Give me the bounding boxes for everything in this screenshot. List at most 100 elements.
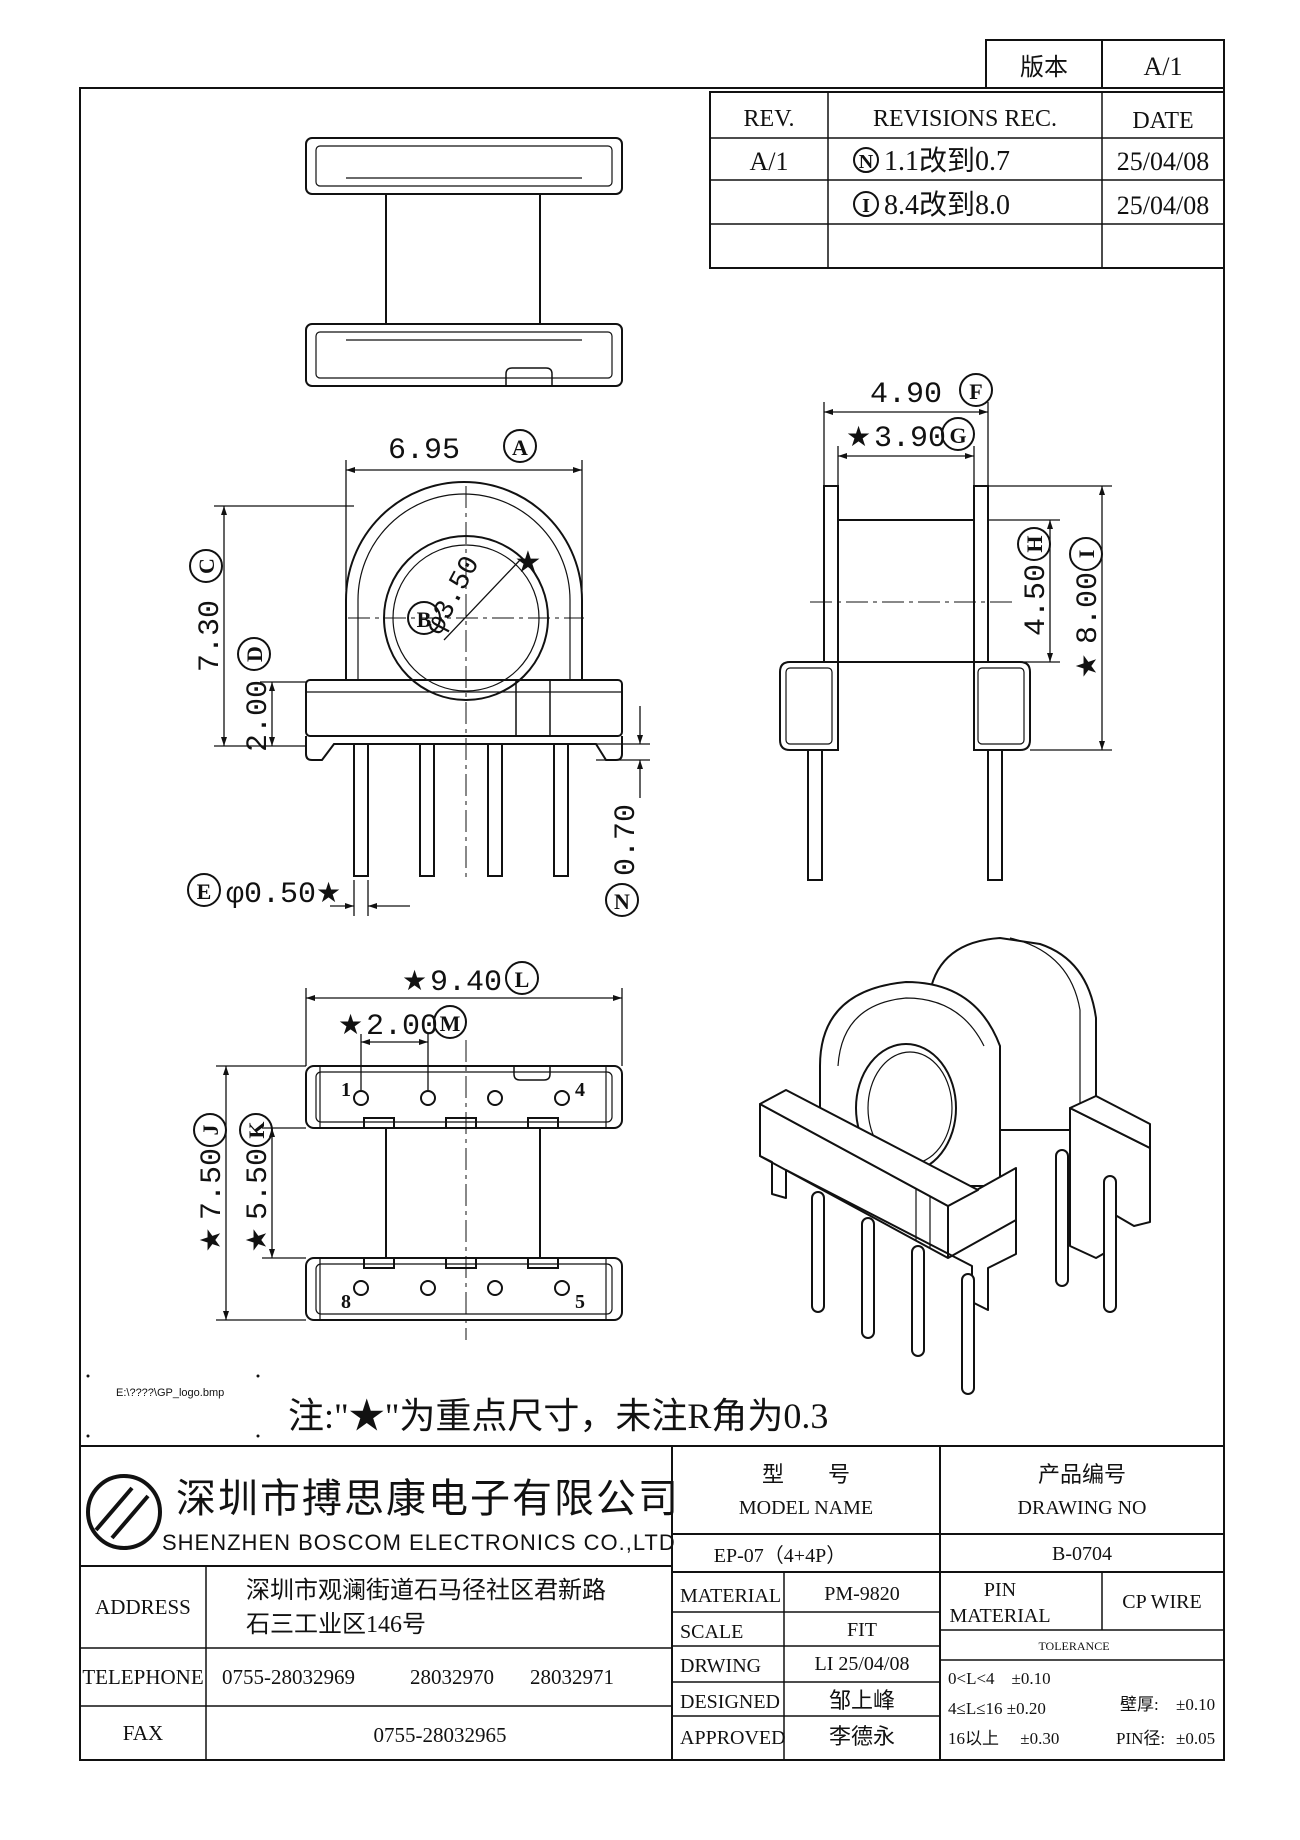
- rev-rec-header: REVISIONS REC.: [873, 106, 1057, 132]
- dim-K-value: 5.50: [242, 1148, 276, 1220]
- dim-M-value: 2.00: [366, 1010, 438, 1044]
- telephone-2: 28032970: [410, 1665, 494, 1689]
- rev-header: REV.: [744, 106, 795, 132]
- pin-number-5: 5: [575, 1291, 585, 1313]
- bottom-view-dimensions: [216, 988, 623, 1321]
- dim-L-tag-circle: [505, 961, 539, 995]
- company-logo: [86, 1474, 162, 1550]
- drawing-no-label-en: DRAWING NO: [1018, 1497, 1147, 1519]
- dim-E-tag-circle: [187, 873, 221, 907]
- dim-F-tag-circle: [959, 373, 993, 407]
- telephone-label: TELEPHONE: [82, 1665, 203, 1689]
- pin-material-label-1: PIN: [984, 1579, 1016, 1601]
- dim-N-value: 0.70: [610, 804, 644, 876]
- dim-B-tag-circle: [407, 601, 441, 635]
- pin-diameter-label: PIN径:: [1116, 1729, 1165, 1748]
- pin-material-value: CP WIRE: [1122, 1591, 1201, 1613]
- drawing-no-value: B-0704: [1052, 1543, 1112, 1565]
- dim-H-value: 4.50: [1020, 564, 1054, 636]
- dim-G-value: 3.90: [874, 422, 946, 456]
- drawing-frame: [79, 87, 1225, 1761]
- drawing-by-label: DRWING: [680, 1655, 761, 1677]
- rev-row1-mark: N: [859, 151, 874, 173]
- model-label-cn: 型 号: [762, 1462, 850, 1487]
- dim-M-tag: M: [440, 1011, 461, 1036]
- approved-label: APPROVED: [680, 1727, 786, 1749]
- dim-J-star: ★: [196, 1227, 227, 1252]
- dim-A-value: 6.95: [388, 434, 460, 468]
- dim-E-star: ★: [316, 878, 341, 909]
- dim-L-star: ★: [402, 966, 427, 997]
- wall-thickness-value: ±0.10: [1176, 1695, 1215, 1714]
- rev-row1-date: 25/04/08: [1117, 147, 1209, 176]
- rev-row1-text: 1.1改到0.7: [884, 145, 1010, 177]
- drawing-by-value: LI 25/04/08: [815, 1653, 910, 1675]
- dim-B-tag: B: [417, 607, 432, 632]
- designed-label: DESIGNED: [680, 1691, 780, 1713]
- rev-row1-rev: A/1: [750, 147, 789, 176]
- company-name-cn: 深圳市搏思康电子有限公司: [176, 1476, 680, 1521]
- stray-marks: [86, 1374, 260, 1438]
- dim-N-tag-circle: [605, 883, 639, 917]
- dim-L-tag: L: [515, 967, 530, 992]
- dim-D-value: 2.00: [242, 680, 276, 752]
- version-label: 版本: [1020, 54, 1068, 81]
- dim-H-tag-circle: [1017, 527, 1051, 561]
- note-text: 注:"★"为重点尺寸，未注R角为0.3: [288, 1396, 828, 1436]
- version-box: 版本 A/1: [985, 39, 1225, 89]
- address-label: ADDRESS: [95, 1595, 191, 1619]
- dim-E-tag: E: [197, 879, 212, 904]
- scale-label: SCALE: [680, 1621, 743, 1643]
- dim-C-tag-circle: [189, 549, 223, 583]
- isometric-view: [759, 937, 1151, 1395]
- dim-A-tag-circle: [503, 429, 537, 463]
- dim-I-tag: I: [1074, 550, 1099, 559]
- material-value: PM-9820: [824, 1583, 900, 1605]
- dim-J-tag-circle: [193, 1113, 227, 1147]
- dim-A-tag: A: [512, 435, 528, 460]
- front-view-dimensions: [214, 460, 650, 916]
- telephone-3: 28032971: [530, 1665, 614, 1689]
- telephone-1: 0755-28032969: [222, 1665, 355, 1689]
- revisions-table: REV. REVISIONS REC. DATE A/1 N 1.1改到0.7 …: [709, 91, 1225, 269]
- dim-D-tag: D: [242, 646, 267, 662]
- dim-C-tag: C: [194, 558, 219, 574]
- tolerance-row-2: 4≤L≤16 ±0.20: [948, 1699, 1046, 1718]
- logo-path-text: E:\????\GP_logo.bmp: [116, 1387, 224, 1399]
- model-label-en: MODEL NAME: [739, 1497, 873, 1519]
- dim-K-star: ★: [242, 1227, 273, 1252]
- dim-E-value: φ0.50: [226, 878, 316, 912]
- approved-value: 李德永: [829, 1724, 895, 1749]
- dim-N-tag: N: [614, 889, 630, 914]
- dim-J-value: 7.50: [196, 1148, 230, 1220]
- fax-label: FAX: [123, 1721, 163, 1745]
- dim-G-tag: G: [949, 423, 966, 448]
- pin-diameter-value: ±0.05: [1176, 1729, 1215, 1748]
- dim-K-tag: K: [244, 1121, 269, 1138]
- pin-number-1: 1: [341, 1079, 351, 1101]
- rev-row2-mark: I: [862, 195, 870, 217]
- date-header: DATE: [1132, 108, 1193, 134]
- tolerance-row-3: 16以上 ±0.30: [948, 1729, 1059, 1748]
- model-value: EP-07（4+4P）: [714, 1544, 846, 1567]
- side-view: [779, 485, 1031, 881]
- dim-I-star: ★: [1072, 653, 1103, 678]
- dim-G-tag-circle: [941, 417, 975, 451]
- title-block: [80, 1445, 1224, 1760]
- address-line-1: 深圳市观澜街道石马径社区君新路: [246, 1577, 606, 1604]
- side-view-dimensions: [823, 402, 1112, 751]
- fax-value: 0755-28032965: [374, 1723, 507, 1747]
- dim-G-star: ★: [846, 422, 871, 453]
- bottom-view: [305, 1040, 623, 1340]
- designed-value: 邹上峰: [829, 1688, 895, 1713]
- rev-row1-mark-circle: [853, 147, 879, 173]
- wall-thickness-label: 壁厚:: [1120, 1695, 1159, 1714]
- dim-B-star: ★: [515, 546, 542, 579]
- pin-material-label-2: MATERIAL: [949, 1605, 1050, 1627]
- dim-M-tag-circle: [433, 1005, 467, 1039]
- dim-K-tag-circle: [239, 1113, 273, 1147]
- drawing-no-label-cn: 产品编号: [1038, 1462, 1126, 1487]
- dim-D-tag-circle: [237, 637, 271, 671]
- scale-value: FIT: [847, 1619, 877, 1641]
- dim-I-value: 8.00: [1072, 572, 1106, 644]
